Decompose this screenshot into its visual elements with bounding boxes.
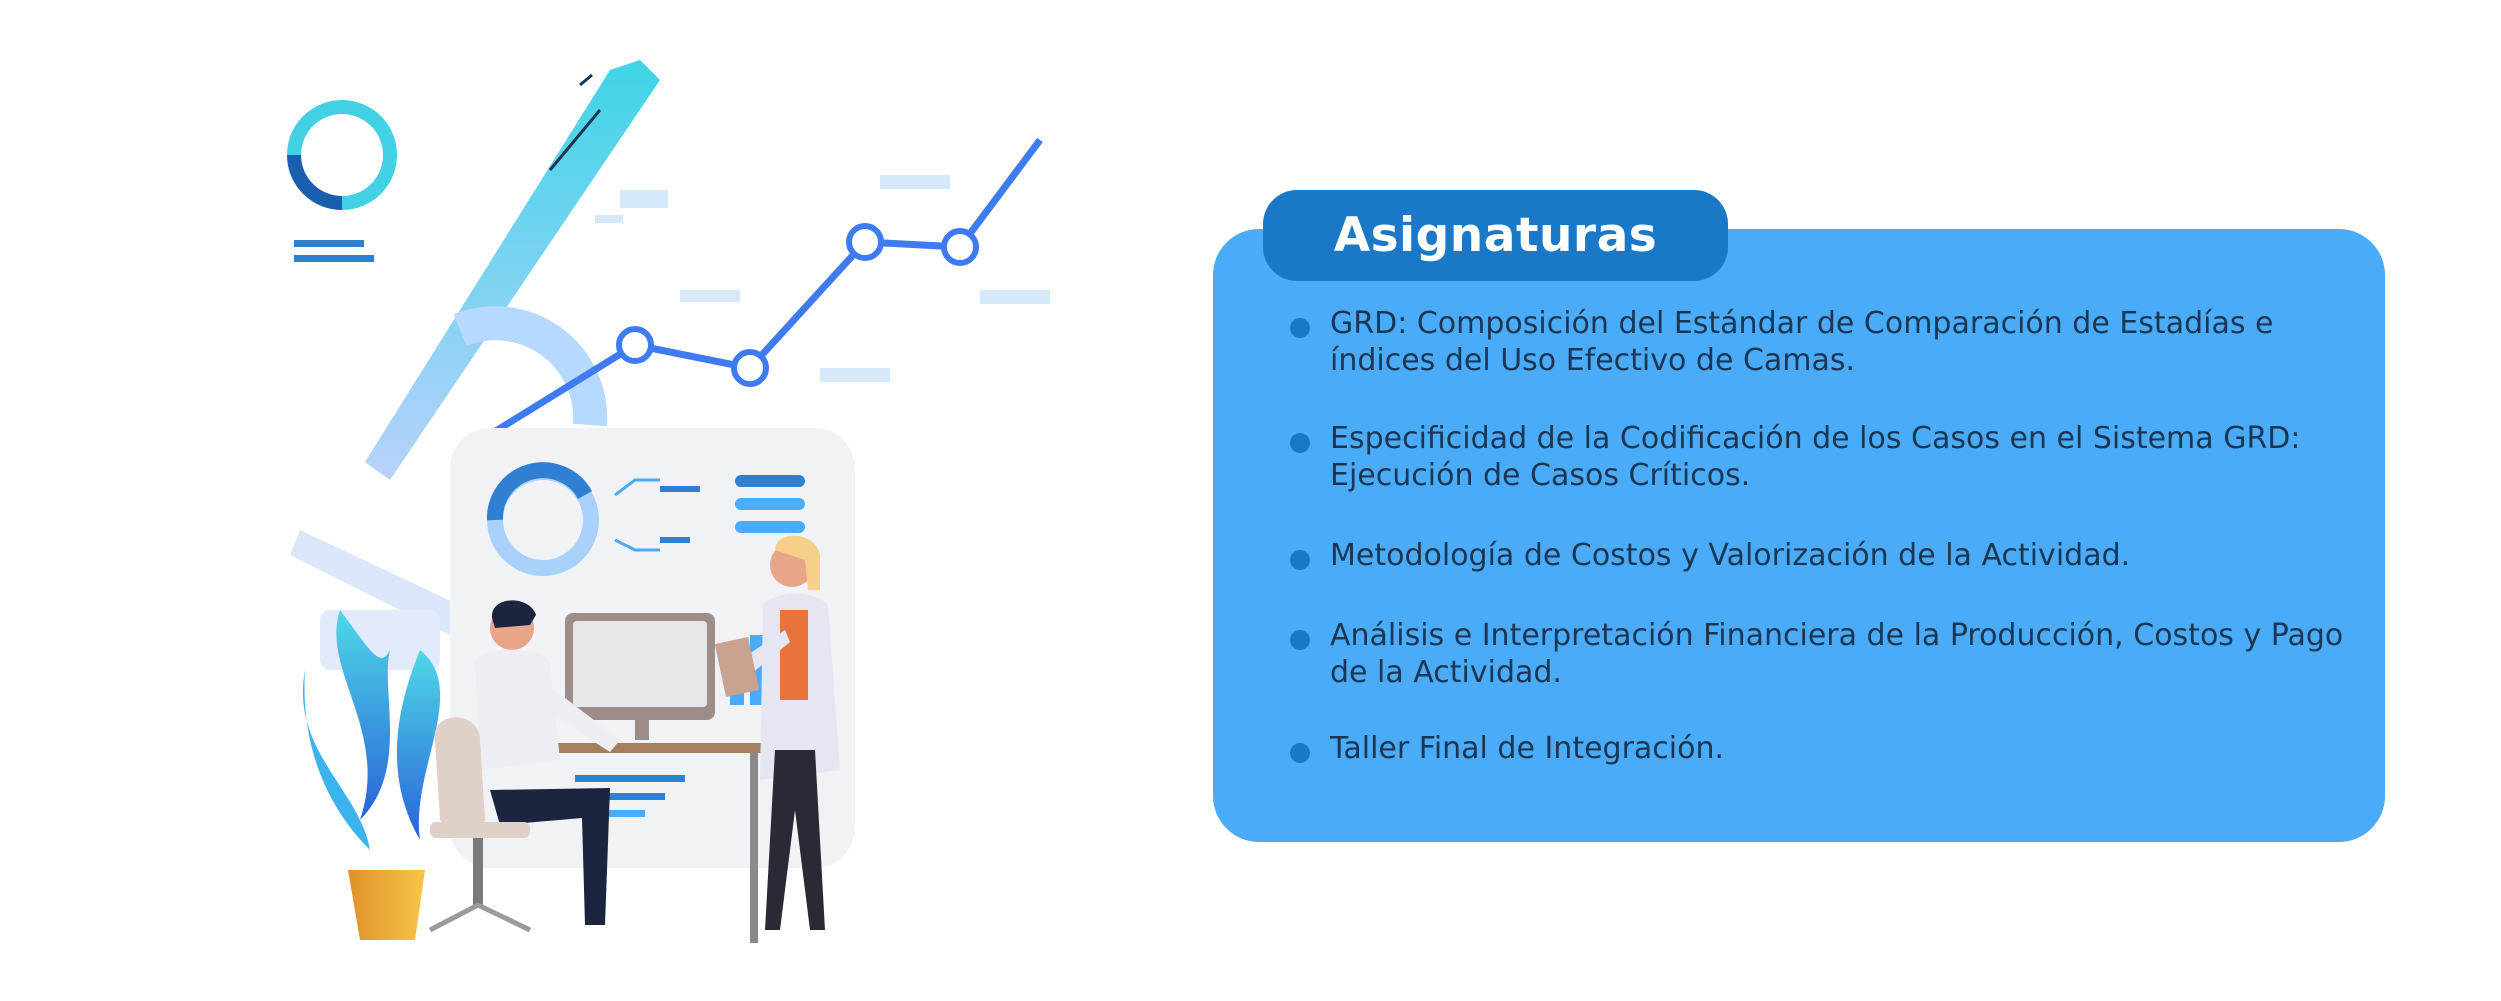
subject-text: Especificidad de la Codificación de los …	[1330, 421, 2301, 493]
subjects-card	[1213, 229, 2385, 842]
subjects-header-tab: Asignaturas	[1263, 190, 1728, 281]
analytics-illustration	[287, 60, 1050, 943]
plant-graphic	[302, 610, 441, 940]
donut-chart-icon	[287, 100, 397, 262]
standing-doctor-graphic	[714, 535, 840, 930]
bullet-icon	[1290, 550, 1310, 570]
seated-person-graphic	[428, 600, 620, 933]
bullet-icon	[1290, 433, 1310, 453]
subjects-title: Asignaturas	[1333, 208, 1658, 263]
subject-text: Metodología de Costos y Valorización de …	[1330, 538, 2131, 573]
subject-text: Análisis e Interpretación Financiera de …	[1330, 618, 2344, 690]
desk-graphic	[550, 613, 795, 943]
bullet-icon	[1290, 318, 1310, 338]
bullet-icon	[1290, 630, 1310, 650]
floating-bars-decoration	[595, 175, 1050, 382]
trend-line-graphic	[463, 137, 1043, 453]
subject-text: GRD: Composición del Estándar de Compara…	[1330, 306, 2274, 378]
subject-text: Taller Final de Integración.	[1330, 731, 1725, 766]
bullet-icon	[1290, 743, 1310, 763]
